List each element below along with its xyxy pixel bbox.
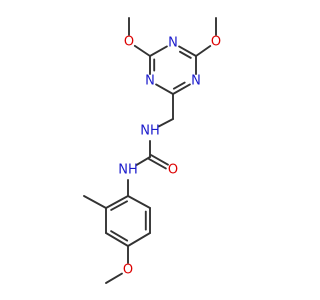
bond-A6-A1 <box>127 195 151 209</box>
atom-label-NHlower: NH <box>118 163 138 178</box>
bond-Ntop-C4 <box>149 45 168 57</box>
bond-Obottom-Me4 <box>105 272 123 284</box>
bond-A4-A5 <box>127 232 151 247</box>
atom-label-NHupper: NH <box>140 124 160 139</box>
bond-C4-OtopLeft <box>133 44 151 57</box>
bond-A1-A2-inner <box>110 200 128 211</box>
bond-Curea-Ocarbonyl-b <box>150 154 169 166</box>
atom-label-OtopLeft: O <box>124 35 134 50</box>
bond-C6-OtopRight <box>195 45 212 57</box>
atom-label-Obottom: O <box>123 263 133 278</box>
bond-CH2-NHupper <box>157 118 174 128</box>
bond-Nleft-C2 <box>155 83 174 95</box>
molecule-canvas: N N N O O NH NH O O <box>83 17 221 284</box>
bond-A1-A2 <box>105 195 129 209</box>
bond-C2-Nright <box>172 83 191 95</box>
bond-A2-Me3 <box>83 195 107 209</box>
bond-Curea-Ocarbonyl-a <box>147 157 167 170</box>
atom-label-layer: N N N O O NH NH O O <box>118 35 221 278</box>
bond-C2-Nright-inner <box>172 81 186 90</box>
atom-label-Nright: N <box>191 74 201 89</box>
bond-C6-Ntop-inner <box>179 50 192 59</box>
bond-layer <box>83 17 217 284</box>
atom-label-Nleft: N <box>145 74 155 89</box>
atom-label-Ocarbonyl: O <box>168 163 178 178</box>
bond-A3-A4 <box>105 232 129 247</box>
atom-label-Ntop: N <box>168 36 178 51</box>
bond-C6-Ntop <box>178 45 197 57</box>
bond-Curea-NHlower <box>135 156 151 166</box>
atom-label-OtopRight: O <box>211 35 221 50</box>
molecule-diagram: N N N O O NH NH O O <box>83 17 221 284</box>
bond-A3-A4-inner <box>110 230 129 242</box>
